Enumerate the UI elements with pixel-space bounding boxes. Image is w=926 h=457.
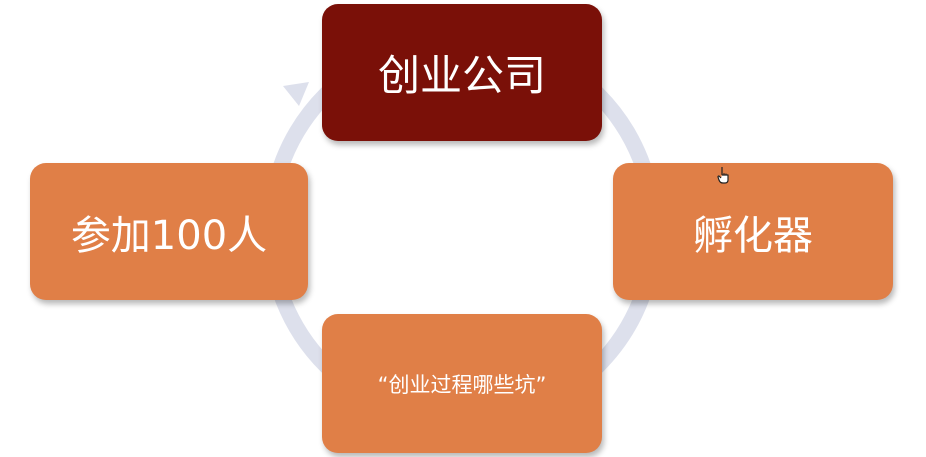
- node-join-100: 参加100人: [30, 163, 308, 300]
- node-startup-company-label: 创业公司: [377, 51, 546, 100]
- cycle-arrowhead-icon: [283, 82, 309, 106]
- node-startup-pitfalls: “创业过程哪些坑”: [322, 314, 602, 453]
- node-incubator-label: 孵化器: [693, 212, 813, 259]
- node-startup-pitfalls-label: “创业过程哪些坑”: [377, 372, 547, 397]
- node-startup-company: 创业公司: [322, 4, 602, 141]
- node-join-100-label: 参加100人: [70, 212, 268, 259]
- hand-cursor-icon: [717, 167, 729, 184]
- node-incubator: 孵化器: [613, 163, 893, 300]
